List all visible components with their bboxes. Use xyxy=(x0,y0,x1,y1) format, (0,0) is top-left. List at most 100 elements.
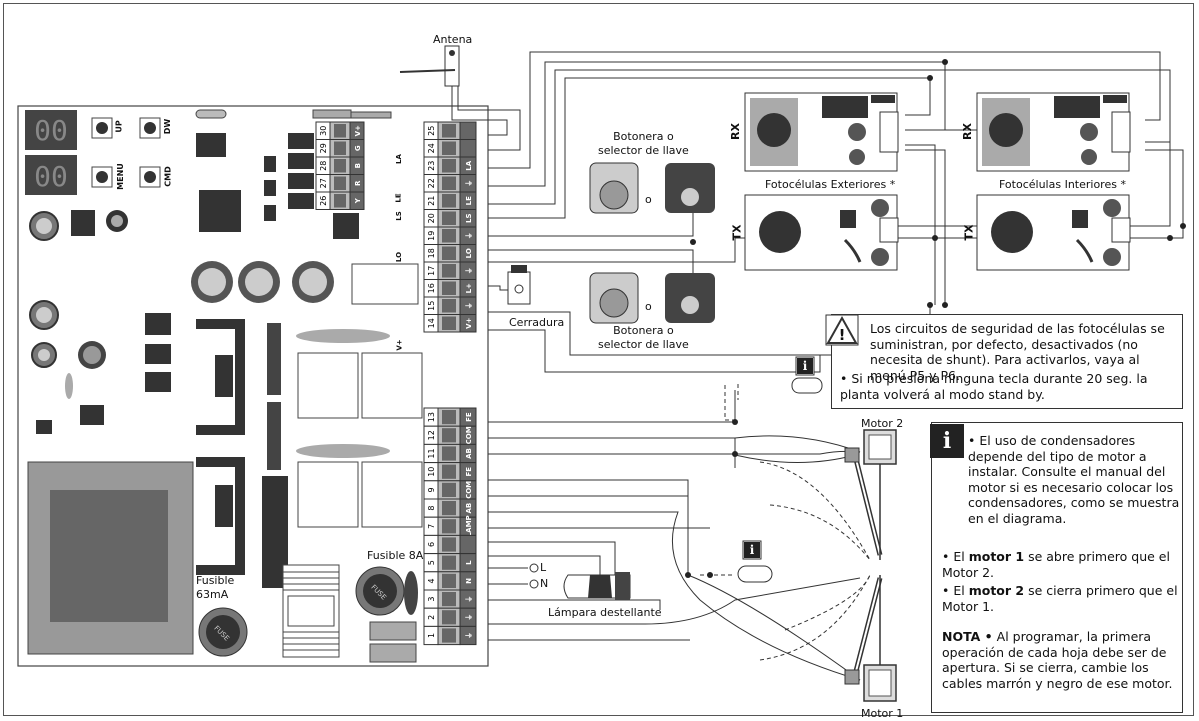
terminal-6: 6 xyxy=(423,534,477,555)
terminal-number: 21 xyxy=(427,196,436,206)
seven-seg-display-1 xyxy=(25,110,77,150)
side-mark-ls: LS xyxy=(394,211,403,221)
rx-label-int: RX xyxy=(960,123,974,140)
terminal-label: ⏚ xyxy=(465,596,473,603)
terminal-label: ⏚ xyxy=(465,632,473,639)
terminal-number: 30 xyxy=(319,126,328,136)
terminal-number: 10 xyxy=(427,467,436,477)
rx-label-ext: RX xyxy=(728,123,742,140)
photocell-tx-ext xyxy=(744,194,899,271)
terminal-27: 27 R xyxy=(315,174,365,193)
terminal-number: 27 xyxy=(319,178,328,188)
terminal-number: 4 xyxy=(427,578,436,583)
pushbutton-label-2: Botonera o selector de llave xyxy=(598,324,689,351)
terminal-label: ⏚ xyxy=(465,267,473,274)
lock-graphic xyxy=(507,265,531,305)
tx-label-ext: TX xyxy=(730,224,744,241)
terminal-24: 24 xyxy=(423,139,477,158)
terminal-number: 17 xyxy=(427,266,436,276)
antenna-graphic xyxy=(399,45,460,87)
phase-n-label: N xyxy=(540,577,549,590)
motor-1-label: Motor 1 xyxy=(861,707,904,720)
terminal-label: B xyxy=(354,163,362,168)
terminal-label: ⏚ xyxy=(465,180,473,187)
terminal-label: ⏚ xyxy=(465,614,473,621)
seven-seg-display-2 xyxy=(25,155,77,195)
btn-label-menu: MENU xyxy=(115,163,125,190)
terminal-number: 18 xyxy=(427,248,436,258)
terminal-number: 14 xyxy=(427,318,436,328)
warning-text: Los circuitos de seguridad de las fotocé… xyxy=(870,321,1165,383)
terminal-22: 22 ⏚ xyxy=(423,174,477,193)
terminal-number: 24 xyxy=(427,143,436,153)
antenna-label: Antena xyxy=(433,33,473,46)
motor-2-graphic xyxy=(844,429,897,560)
terminal-17: 17 ⏚ xyxy=(423,261,477,280)
terminal-label: LE xyxy=(465,196,473,205)
warning-note: ! Los circuitos de seguridad de las foto… xyxy=(825,314,1183,409)
terminal-28: 28 B xyxy=(315,156,365,175)
terminal-number: 22 xyxy=(427,178,436,188)
diagram-frame xyxy=(3,3,1194,716)
terminal-label: V+ xyxy=(354,125,362,136)
info-text-3: • El motor 2 se cierra primero que el Mo… xyxy=(942,583,1178,614)
terminal-label: ⏚ xyxy=(465,302,473,309)
terminal-number: 28 xyxy=(319,161,328,171)
terminal-number: 23 xyxy=(427,161,436,171)
terminal-number: 3 xyxy=(427,597,436,602)
lock-label: Cerradura xyxy=(509,316,565,329)
warning-glyph: ! xyxy=(839,326,846,344)
terminal-7: 7 LAMP xyxy=(423,515,477,537)
info-note: i • El uso de condensadores depende del … xyxy=(930,422,1183,713)
terminal-label: LAMP xyxy=(465,515,473,537)
terminal-number: 5 xyxy=(427,560,436,565)
terminal-number: 25 xyxy=(427,126,436,136)
terminal-number: 16 xyxy=(427,283,436,293)
fuse-8a-label: Fusible 8A xyxy=(367,549,424,562)
terminal-number: 11 xyxy=(427,448,436,458)
warning-icon: ! xyxy=(825,314,859,346)
terminal-label: LS xyxy=(465,213,473,223)
btn-label-dw: DW xyxy=(163,118,173,135)
terminal-number: 13 xyxy=(427,412,436,422)
side-mark-le: LE xyxy=(394,193,403,203)
button-menu xyxy=(91,166,113,188)
or-label-1: o xyxy=(645,193,652,206)
control-board: 00 00 xyxy=(17,105,489,667)
pushbutton-label-1: Botonera o selector de llave xyxy=(598,130,689,157)
terminal-number: 7 xyxy=(427,524,436,529)
motor-1-graphic xyxy=(844,575,897,702)
photocell-rx-ext xyxy=(744,92,899,172)
terminal-number: 8 xyxy=(427,506,436,511)
terminal-label: G xyxy=(354,145,362,151)
terminal-number: 12 xyxy=(427,430,436,440)
terminal-label: L xyxy=(465,560,473,565)
photocell-rx-int xyxy=(976,92,1131,172)
terminal-label: R xyxy=(354,180,362,186)
terminal-1: 1⏚ xyxy=(423,625,477,646)
or-label-2: o xyxy=(645,300,652,313)
motor-2-label: Motor 2 xyxy=(861,417,904,430)
terminal-number: 2 xyxy=(427,615,436,620)
terminal-label: LA xyxy=(465,160,473,170)
info-text-1: • El uso de condensadores depende del ti… xyxy=(968,433,1180,526)
side-mark-la: LA xyxy=(394,154,403,164)
terminal-label: V+ xyxy=(465,317,473,328)
microcontroller xyxy=(199,190,241,232)
big-capacitors xyxy=(191,261,334,303)
terminal-label: N xyxy=(465,578,473,584)
terminal-30: 30 V+ xyxy=(315,121,365,140)
terminal-2: 2⏚ xyxy=(423,607,477,627)
terminal-19: 19⏚ xyxy=(423,226,477,245)
terminal-label: COM xyxy=(465,481,473,499)
terminal-label: L+ xyxy=(465,283,473,293)
info-text-2: • El motor 1 se abre primero que el Moto… xyxy=(942,549,1170,580)
